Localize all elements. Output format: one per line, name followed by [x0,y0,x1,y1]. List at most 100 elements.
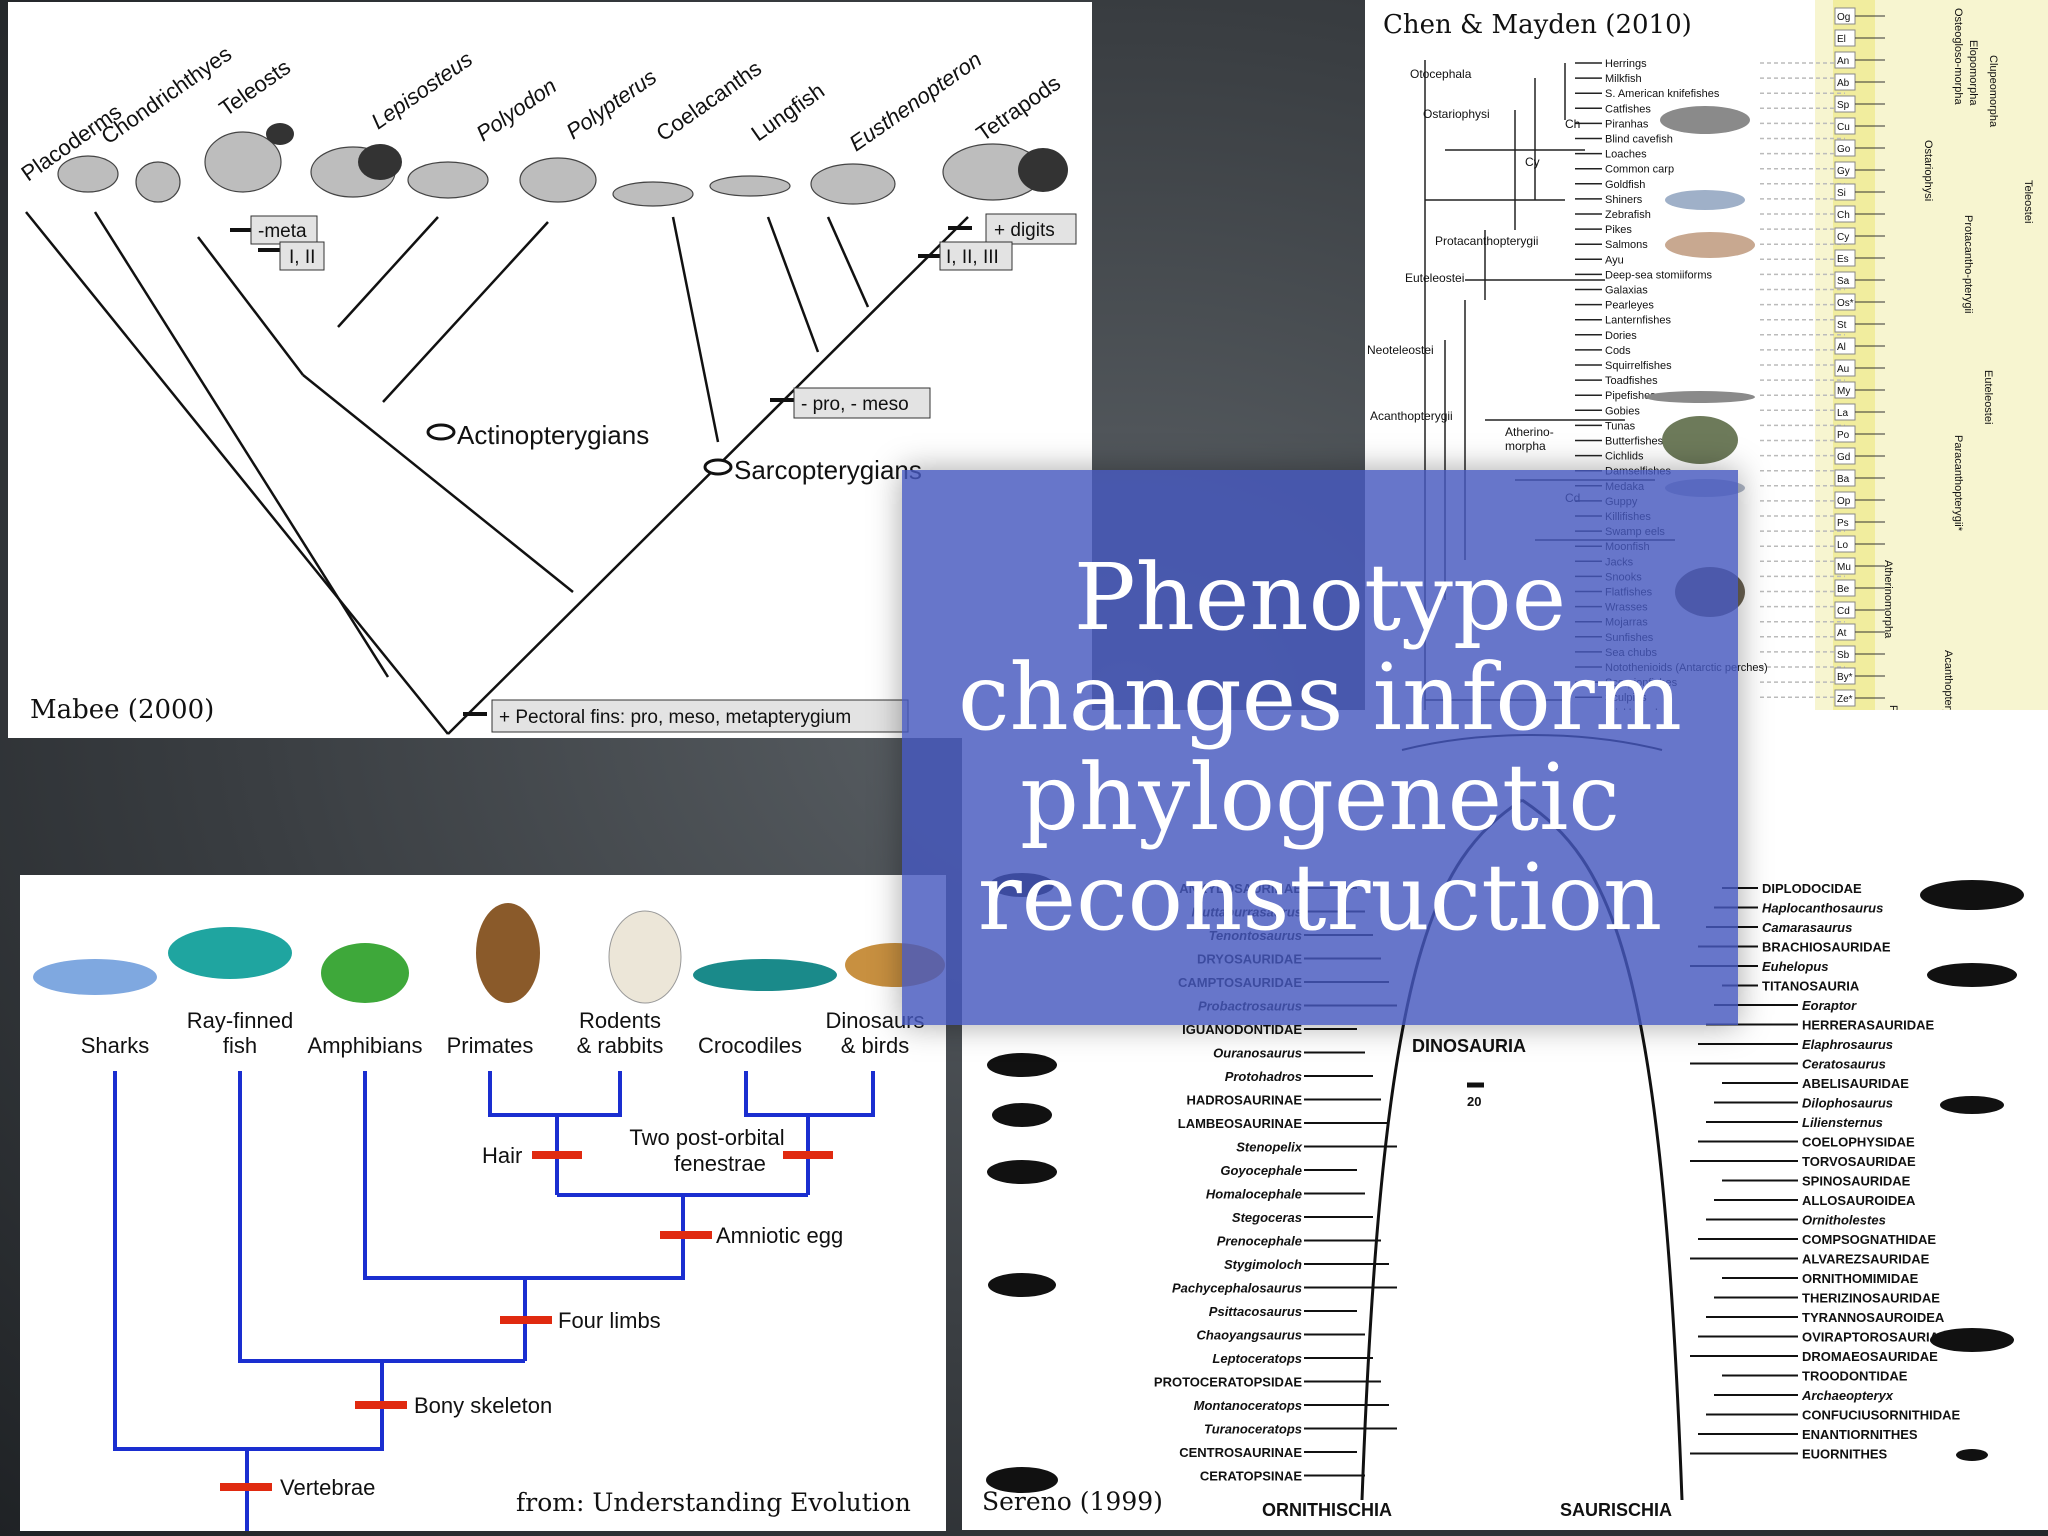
order-code: At [1837,628,1847,639]
saurischian-taxon: EUORNITHES [1802,1447,1888,1462]
title-overlay: Phenotype changes inform phylogenetic re… [902,470,1738,1025]
ue-taxon-ray-finned-fish: fish [223,1033,257,1058]
taxon-lungfish: Lungfish [747,78,829,146]
brachiosaur-icon [1927,963,2017,987]
cichlid-icon [1662,416,1738,464]
lungfish-fin-icon [709,175,791,197]
ue-taxon-sharks: Sharks [81,1033,149,1058]
catfish-icon [1660,106,1750,134]
order-code: Mu [1837,562,1851,573]
clade-ornithischia: ORNITHISCHIA [1262,1500,1392,1520]
trait-vertebrae: Vertebrae [280,1475,375,1500]
crocodile-icon [693,959,837,991]
order-code: Og [1837,12,1850,23]
order-code: Sb [1837,650,1850,661]
order-code: Cu [1837,122,1850,133]
ornithischian-taxon: Pachycephalosaurus [1172,1281,1302,1296]
saurischian-taxon: ABELISAURIDAE [1802,1076,1909,1091]
saurischian-taxon: TROODONTIDAE [1802,1369,1908,1384]
chen-taxon: Butterfishes [1605,436,1664,448]
ornithischian-taxon: Leptoceratops [1212,1351,1302,1366]
chen-taxon: Toadfishes [1605,375,1658,387]
chen-taxon: Zebrafish [1605,209,1651,221]
ue-taxon-crocodiles: Crocodiles [698,1033,802,1058]
ornithischian-taxon: Stygimoloch [1224,1257,1302,1272]
saurischian-taxon: HERRERASAURIDAE [1802,1018,1935,1033]
saurischian-taxon: Camarasaurus [1762,920,1852,935]
ue-taxon-rodents-rabbits: Rodents [579,1008,661,1033]
ornithischian-taxon: IGUANODONTIDAE [1182,1022,1302,1037]
iguanodon-icon [987,1053,1057,1077]
chen-taxon: Tunas [1605,420,1636,432]
ornithischian-taxon: LAMBEOSAURINAE [1178,1116,1303,1131]
chondrichthyes-fin-icon [135,161,181,203]
ornithischian-taxon: PROTOCERATOPSIDAE [1154,1375,1302,1390]
order-code: My [1837,386,1850,397]
chen-taxon: Goldfish [1605,179,1645,191]
chen-taxon: Milkfish [1605,73,1642,85]
chen-taxon: Loaches [1605,149,1647,161]
ue-taxon-primates: Primates [447,1033,534,1058]
chen-group-label: Ostariophysi [1423,107,1490,121]
ue-taxon-ray-finned-fish: Ray-finned [187,1008,293,1033]
slide-title: Phenotype changes inform phylogenetic re… [957,547,1682,948]
lambeosaur-icon [987,1160,1057,1184]
tyrannosaur-icon [1930,1328,2014,1352]
char-meta-loss: -meta [258,221,307,242]
chen-credit: Chen & Mayden (2010) [1383,10,1692,40]
saurischian-taxon: THERIZINOSAURIDAE [1802,1291,1940,1306]
chen-taxon: Herrings [1605,58,1647,70]
ceratopsian-icon [986,1467,1058,1493]
rank-group-label: Euteleostei [1982,370,1994,424]
chen-taxon: Cichlids [1605,451,1644,463]
chen-taxon: Galaxias [1605,285,1648,297]
saurischian-taxon: TITANOSAURIA [1762,979,1860,994]
fin-illustrations [57,131,1044,207]
rank-group-label: Osteogloso-morpha [1952,8,1964,105]
order-code: Gy [1837,166,1850,177]
char-I-II: I, II [289,247,315,268]
saurischian-taxon: Dilophosaurus [1802,1096,1893,1111]
chen-taxon: S. American knifefishes [1605,88,1720,100]
ornithischian-taxon: CERATOPSINAE [1200,1469,1302,1484]
saurischian-taxon: Eoraptor [1802,998,1857,1013]
ornithischian-taxon: Psittacosaurus [1209,1304,1302,1319]
ornithischian-taxon: Stegoceras [1232,1210,1302,1225]
chen-group-label: Euteleostei [1405,271,1464,285]
taxon-coelacanths: Coelacanths [652,55,767,146]
saurischia-taxa: DIPLODOCIDAEHaplocanthosaurusCamarasauru… [1762,881,1960,1462]
order-code: Gd [1837,452,1850,463]
shark-icon [33,959,157,995]
rank-group-label: Atherinomorpha [1882,560,1894,639]
chen-group-label: Acanthopterygii [1370,409,1453,423]
order-code: Lo [1837,540,1849,551]
order-code: Ch [1837,210,1850,221]
saurischian-taxon: TYRANNOSAUROIDEA [1802,1310,1945,1325]
order-code: Ze* [1837,694,1853,705]
taxon-tetrapods: Tetrapods [972,70,1065,146]
coelacanth-fin-icon [612,181,694,207]
char-pectoral-fins: + Pectoral fins: pro, meso, metapterygiu… [499,707,851,728]
order-code: Si [1837,188,1846,199]
primate-icon [476,903,540,1003]
order-code: Sp [1837,100,1850,111]
mabee-branches [25,211,969,735]
tuna-icon [168,927,292,979]
order-code: St [1837,320,1847,331]
sarcopterygians-node [703,458,733,476]
chen-taxon: Pipefishes [1605,390,1656,402]
scale-value: 20 [1467,1094,1481,1109]
taxon-lepisosteus: Lepisosteus [367,46,478,134]
title-line-2: changes inform [957,643,1682,751]
ornithischian-taxon: Stenopelix [1236,1140,1303,1155]
saurischian-taxon: OVIRAPTOROSAURIA [1802,1330,1940,1345]
order-code: El [1837,34,1846,45]
rabbit-icon [608,910,682,1004]
dinosauria-label: DINOSAURIA [1412,1036,1526,1056]
chen-taxon: Salmons [1605,239,1648,251]
clade-actinopterygians: Actinopterygians [457,420,649,450]
chen-taxon: Dories [1605,330,1637,342]
